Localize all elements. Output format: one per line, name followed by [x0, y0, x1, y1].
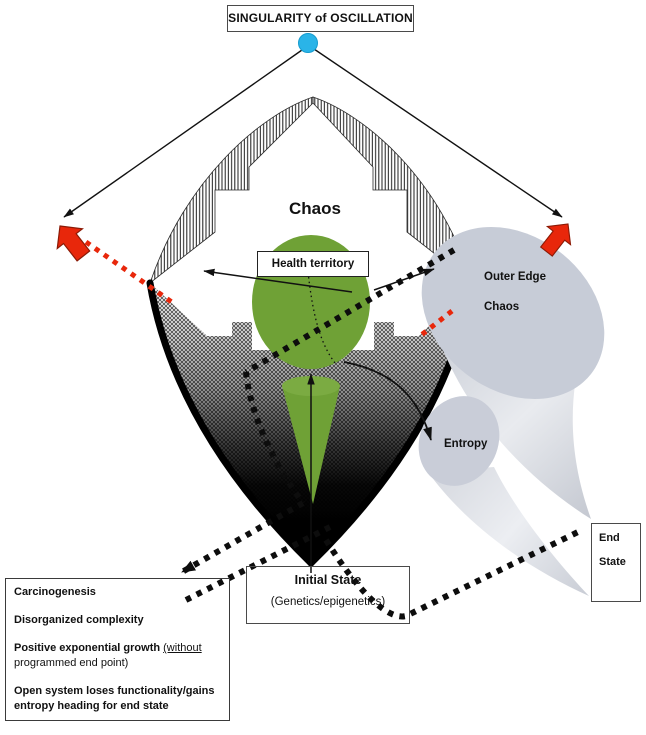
- carcinogenesis-notes-box: Carcinogenesis Disorganized complexity P…: [5, 578, 230, 721]
- initial-state-box: Initial State (Genetics/epigenetics): [246, 566, 410, 624]
- note-disorganized-complexity: Disorganized complexity: [14, 614, 144, 626]
- outer-edge-cone-face: [421, 226, 605, 400]
- end-state-line1: End: [599, 532, 620, 544]
- red-dotted-line-right: [418, 309, 454, 338]
- initial-state-subtitle: (Genetics/epigenetics): [270, 596, 386, 608]
- singularity-right-arrow-line: [313, 48, 563, 218]
- fine-dotted-path: [306, 262, 336, 364]
- entropy-cone-face: [418, 396, 500, 486]
- end-state-box: End State: [591, 523, 641, 602]
- chaos-label: Chaos: [289, 199, 341, 218]
- note-exponential-growth-bold: Positive exponential growth: [14, 642, 164, 654]
- singularity-left-arrow-line: [63, 49, 303, 218]
- dotted-path-to-notes-box-2: [184, 524, 332, 603]
- dotted-path-ellipse-to-outer-edge: [244, 247, 456, 375]
- title-box: SINGULARITY of OSCILLATION: [227, 5, 414, 32]
- note-exponential-growth-rest: programmed end point): [14, 657, 129, 669]
- red-arrow-left-icon: [56, 225, 91, 262]
- red-arrow-right-icon: [539, 223, 572, 257]
- red-dotted-line-left: [84, 239, 178, 308]
- outer-edge-label: Outer Edge: [484, 271, 546, 283]
- singularity-point-icon: [298, 33, 318, 53]
- note-exponential-growth: Positive exponential growth (without pro…: [14, 641, 225, 671]
- end-state-line2: State: [599, 556, 626, 568]
- chaos-band-left: [149, 96, 314, 285]
- divergence-arrow-right: [373, 268, 435, 291]
- outer-edge-chaos-label: Chaos: [484, 301, 520, 313]
- entropy-cone-body: [428, 467, 589, 596]
- health-territory-label: Health territory: [271, 258, 355, 270]
- note-open-system: Open system loses functionality/gains en…: [14, 685, 215, 712]
- dotted-path-funnel-descent: [243, 371, 306, 505]
- chaos-band-right: [312, 96, 473, 285]
- note-carcinogenesis: Carcinogenesis: [14, 586, 96, 598]
- dotted-path-to-end-state: [323, 528, 582, 620]
- initial-state-title: Initial State: [294, 573, 362, 587]
- entropy-arrow: [343, 361, 432, 441]
- page-title: SINGULARITY of OSCILLATION: [228, 11, 413, 25]
- health-territory-box: Health territory: [257, 251, 369, 277]
- funnel-edge-left: [146, 279, 315, 567]
- divergence-arrow-left: [203, 268, 353, 293]
- note-exponential-growth-underlined: (without: [163, 642, 202, 654]
- entropy-label: Entropy: [444, 438, 488, 450]
